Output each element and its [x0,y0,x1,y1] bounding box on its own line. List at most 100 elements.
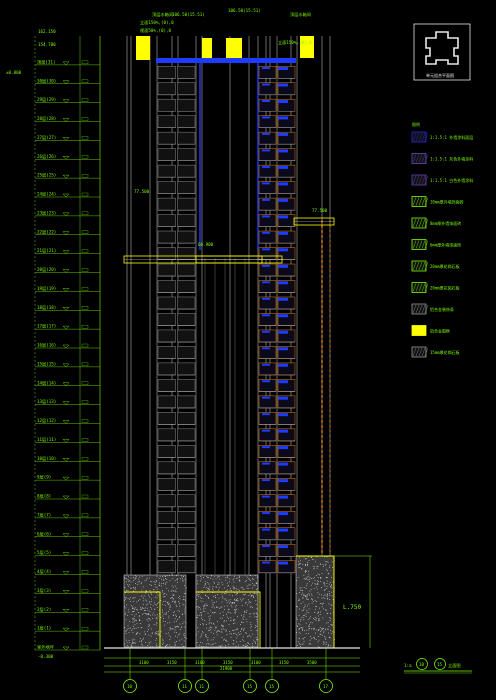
window [157,263,176,277]
window-glazing [278,99,288,103]
legend-swatch [411,325,427,336]
window [157,379,176,392]
floor-level-row: 27层(27) [35,135,100,141]
roof-level-label: 154.700 [38,42,56,47]
key-plan: 单元组合平面图 [413,23,471,81]
window-glazing [278,165,288,169]
legend-label: 6mm厚外墙饰面砖 [430,242,461,248]
window-glazing [262,67,270,69]
window-glazing [262,198,270,201]
legend-swatch [411,239,427,250]
legend-label: 铝合金装饰条 [430,306,454,312]
legend-swatch [411,260,427,272]
mid-label-right: 77.500 [312,208,328,213]
window [177,544,196,557]
window [177,131,196,145]
window-glazing [262,380,270,383]
window-glazing [262,231,270,234]
window [157,131,176,145]
window-glazing [262,248,270,251]
legend-swatch [411,217,427,229]
key-plan-frame [413,23,471,81]
window-glazing [278,479,288,483]
window [177,445,196,458]
window-glazing [278,231,288,235]
window-glazing [278,528,288,532]
window [177,362,196,376]
window [177,280,196,293]
floor-level-row: 30层(30) [35,78,100,84]
legend-swatch [411,174,427,186]
window-glazing [278,215,288,219]
window-glazing [262,545,270,548]
window [157,313,176,326]
window-glazing [278,429,288,433]
legend-item: 1:1.5:1 外墙涂料面层 [411,131,473,143]
window [157,346,176,359]
window [157,445,176,458]
floor-level-row: 5层(5) [35,550,100,556]
window-glazing [262,297,270,300]
dimension-value: 3150 [279,660,289,665]
window [177,329,196,343]
legend-item: 10mm厚外墙饰面砖 [411,196,464,207]
legend-item: 6mm厚外墙饰面砖 [411,239,461,250]
window-glazing [278,314,288,318]
window [157,478,176,491]
roof-tower [300,36,314,58]
window-glazing [262,512,270,515]
ground-label: -0.300 [38,654,54,659]
legend-item: 铝合金装饰条 [411,303,454,315]
legend-title: 图例 [412,121,420,127]
key-plan-outline [425,31,459,65]
roof-tower [202,38,212,58]
window [157,82,176,95]
floor-label: 25层(25) [37,173,56,179]
floor-level-row: 9层(9) [35,475,100,481]
floor-level-row: 21层(21) [35,248,100,254]
window-glazing [262,314,270,317]
window [177,527,196,541]
window-glazing [278,149,288,153]
left-tower-label-2: 106.50(15.51) [172,12,205,17]
window-glazing [278,561,288,565]
window-glazing [262,83,270,86]
window-glazing [278,363,288,367]
window-glazing [262,182,270,185]
window-glazing [278,495,288,499]
keyplan-caption: 单元组合平面图 [426,72,454,78]
legend-item: 20mm厚花岗石板 [411,282,460,293]
floor-level-row: 29层(29) [35,97,100,103]
window-glazing [262,215,270,218]
legend-item: 铝合金窗框 [411,325,450,336]
window-glazing [262,396,270,399]
axis-bubble [243,679,257,693]
window [177,181,196,194]
window [157,329,176,343]
window-glazing [278,347,288,351]
left-tower-label-4: 视面50%,(0),0 [140,27,172,34]
window-glazing [262,116,270,119]
window [177,115,196,128]
elevation-title-prefix: 1:a [404,663,412,668]
floor-label: 室外地坪 [37,644,54,651]
legend-label: 15mm厚花岗石板 [430,349,460,355]
legend-label: 8mm厚外墙饰面砖 [430,220,461,226]
window [157,98,176,112]
floor-label: 顶层(31) [37,59,55,65]
window [157,280,176,293]
left-tower-label-1: 顶层水箱间 [152,11,173,18]
window [177,247,196,260]
window [157,214,176,227]
window [157,181,176,194]
window [177,511,196,524]
floor-level-row: 室外地坪 [35,644,100,651]
window-glazing [262,347,270,350]
legend-swatch [411,153,427,164]
window [157,362,176,376]
window-glazing [262,149,270,152]
window-glazing [262,413,270,416]
legend-label: 1:1.5:1 白色外墙涂料 [430,177,473,183]
